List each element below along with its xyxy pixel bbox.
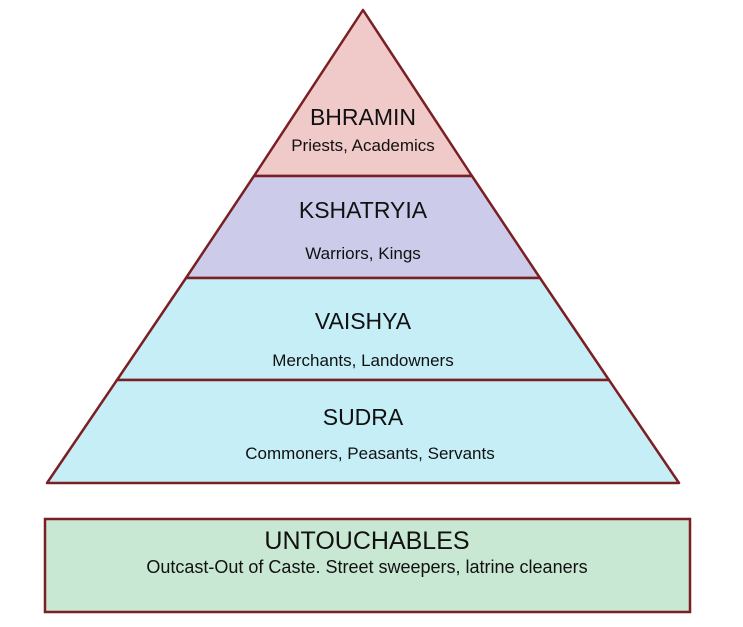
tier-kshatryia-title: KSHATRYIA [299, 197, 428, 223]
tier-bhramin-title: BHRAMIN [310, 104, 416, 130]
tier-vaishya-description: Merchants, Landowners [272, 351, 453, 370]
tier-vaishya-title: VAISHYA [315, 308, 412, 334]
tier-kshatryia-description: Warriors, Kings [305, 244, 421, 263]
tier-bhramin-description: Priests, Academics [291, 136, 435, 155]
outcast-box-title: UNTOUCHABLES [264, 527, 469, 555]
tier-sudra-shape [45, 378, 681, 485]
tier-vaishya: VAISHYA Merchants, Landowners [115, 276, 611, 382]
tier-sudra: SUDRA Commoners, Peasants, Servants [45, 378, 681, 485]
tier-kshatryia: KSHATRYIA Warriors, Kings [184, 174, 542, 280]
tier-sudra-description: Commoners, Peasants, Servants [245, 444, 494, 463]
outcast-box-description: Outcast-Out of Caste. Street sweepers, l… [146, 557, 587, 577]
tier-sudra-title: SUDRA [323, 404, 404, 430]
tier-bhramin: BHRAMIN Priests, Academics [252, 8, 474, 178]
outcast-box: UNTOUCHABLES Outcast-Out of Caste. Stree… [43, 517, 692, 614]
outcast-box-shape [43, 517, 692, 614]
